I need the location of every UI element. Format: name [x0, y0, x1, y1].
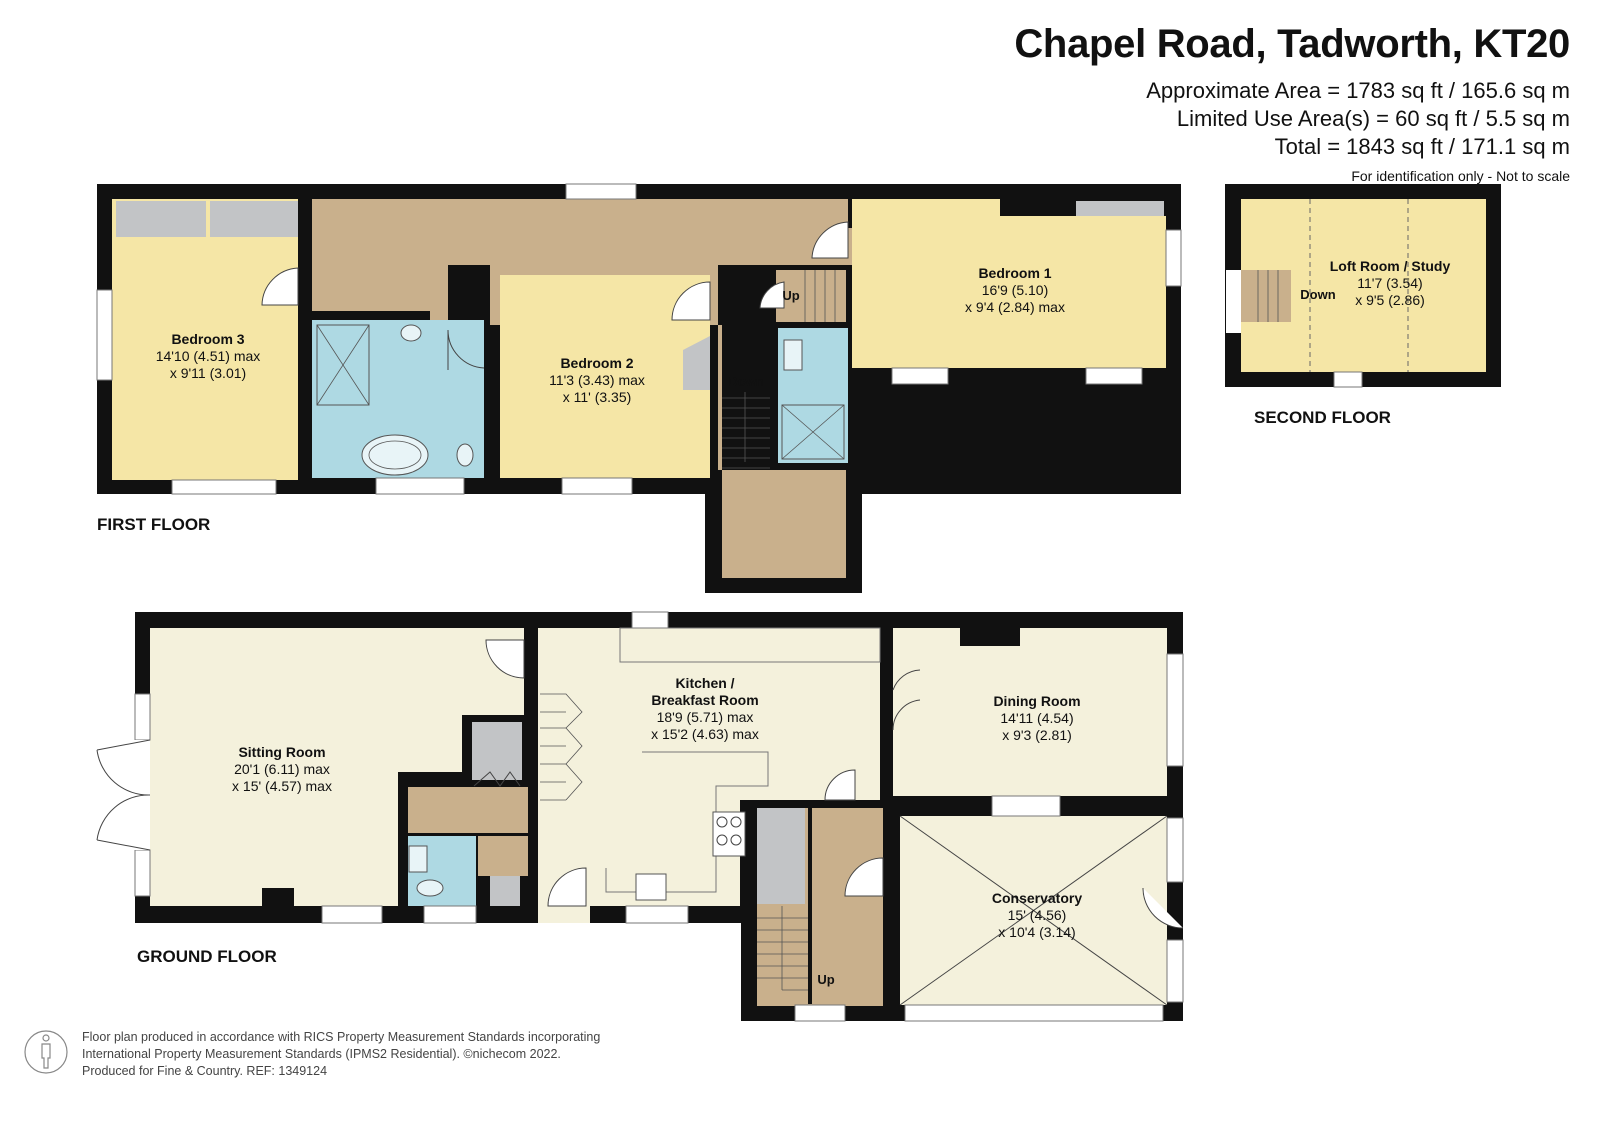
window: [375, 477, 465, 495]
window: [625, 905, 689, 924]
room-dim-loft: x 9'5 (2.86): [1355, 292, 1425, 308]
stair-up: [776, 270, 846, 322]
french-doors: [96, 739, 151, 851]
window: [134, 693, 151, 741]
room-dim-conservatory: x 10'4 (3.14): [998, 924, 1075, 940]
kitchen-stair: [540, 693, 583, 801]
kitchen: [538, 628, 880, 906]
room-dim-kitchen: x 15'2 (4.63) max: [651, 726, 759, 742]
window: [171, 479, 277, 495]
identification-note: For identification only - Not to scale: [1351, 168, 1570, 184]
property-title: Chapel Road, Tadworth, KT20: [1014, 22, 1570, 66]
toilet: [416, 879, 444, 897]
basin: [400, 324, 422, 342]
room-dim-bedroom-1: x 9'4 (2.84) max: [965, 299, 1065, 315]
floor-label-first: FIRST FLOOR: [97, 515, 210, 534]
window: [1166, 817, 1184, 883]
area-total: Total = 1843 sq ft / 171.1 sq m: [1274, 134, 1570, 159]
room-name-sitting: Sitting Room: [238, 744, 325, 760]
window: [423, 905, 477, 924]
window: [561, 477, 633, 495]
window: [1166, 653, 1184, 767]
worktop: [619, 627, 881, 663]
main-staircase: [722, 392, 770, 469]
sink: [635, 873, 667, 901]
window: [891, 367, 949, 385]
room-dim-bedroom-3: 14'10 (4.51) max: [156, 348, 261, 364]
first-floor-plan: Bedroom 3 14'10 (4.51) max x 9'11 (3.01)…: [96, 183, 1182, 593]
room-name-bedroom-2: Bedroom 2: [560, 355, 633, 371]
room-dim-kitchen: 18'9 (5.71) max: [657, 709, 754, 725]
stair-label-down: Down: [728, 374, 763, 389]
room-dim-bedroom-2: 11'3 (3.43) max: [549, 372, 645, 388]
footer-line-3: Produced for Fine & Country. REF: 134912…: [82, 1064, 328, 1078]
room-dim-dining: x 9'3 (2.81): [1002, 727, 1072, 743]
room-dim-bedroom-2: x 11' (3.35): [563, 389, 632, 405]
stair-down: [1241, 270, 1291, 322]
wardrobe: [210, 201, 298, 237]
worktop: [605, 751, 769, 893]
room-dim-bedroom-1: 16'9 (5.10): [982, 282, 1049, 298]
ground-floor-plan: Sitting Room 20'1 (6.11) max x 15' (4.57…: [96, 611, 1184, 1022]
stair-label-up: Up: [817, 972, 834, 987]
area-limited-use: Limited Use Area(s) = 60 sq ft / 5.5 sq …: [1176, 106, 1570, 131]
window: [1165, 229, 1182, 287]
cupboard: [472, 722, 522, 780]
room-dim-conservatory: 15' (4.56): [1008, 907, 1067, 923]
floor-label-second: SECOND FLOOR: [1254, 408, 1391, 427]
inner-hall: [408, 787, 528, 833]
room-name-kitchen: Kitchen /: [675, 675, 734, 691]
bath-tub: [361, 434, 429, 476]
room-name-dining: Dining Room: [993, 693, 1080, 709]
bedroom-3: [112, 199, 298, 480]
footer-line-1: Floor plan produced in accordance with R…: [82, 1030, 601, 1044]
room-dim-dining: 14'11 (4.54): [1000, 710, 1073, 726]
stair-label-down: Down: [1300, 287, 1335, 302]
room-dim-sitting: x 15' (4.57) max: [232, 778, 332, 794]
window: [96, 289, 113, 381]
window: [134, 849, 151, 897]
window: [321, 905, 383, 924]
room-name-loft: Loft Room / Study: [1330, 258, 1451, 274]
shower-tray: [781, 404, 845, 460]
room-name-bedroom-1: Bedroom 1: [978, 265, 1051, 281]
bedroom-1: [852, 216, 1166, 368]
stair-label-up: Up: [782, 288, 799, 303]
cupboard: [683, 336, 710, 390]
dining-room: [893, 628, 1167, 796]
ground-staircase: [757, 906, 808, 991]
wardrobe: [116, 201, 206, 237]
window: [1166, 939, 1184, 1003]
window: [631, 611, 669, 629]
landing-lower: [722, 470, 846, 578]
room-name-conservatory: Conservatory: [992, 890, 1082, 906]
floor-label-ground: GROUND FLOOR: [137, 947, 277, 966]
window: [794, 1004, 846, 1022]
room-dim-bedroom-3: x 9'11 (3.01): [170, 365, 246, 381]
area-approximate: Approximate Area = 1783 sq ft / 165.6 sq…: [1146, 78, 1570, 103]
window: [1085, 367, 1143, 385]
sitting-room: [150, 628, 524, 906]
basin: [783, 339, 803, 371]
shower-tray: [316, 324, 370, 406]
chimney-breast: [960, 628, 1020, 646]
window: [565, 183, 637, 200]
basin: [408, 845, 428, 873]
window: [904, 1004, 1164, 1022]
room-name-bedroom-3: Bedroom 3: [171, 331, 244, 347]
window: [991, 795, 1061, 817]
room-dim-sitting: 20'1 (6.11) max: [234, 761, 330, 777]
nichecom-logo: [24, 1030, 68, 1074]
toilet: [456, 443, 474, 467]
second-floor-plan: Loft Room / Study 11'7 (3.54) x 9'5 (2.8…: [1225, 184, 1501, 427]
footer-line-2: International Property Measurement Stand…: [82, 1047, 561, 1061]
room-name-kitchen: Breakfast Room: [651, 692, 758, 708]
room-dim-loft: 11'7 (3.54): [1357, 275, 1422, 291]
landing: [312, 199, 855, 578]
window: [1333, 371, 1363, 388]
cupboard: [757, 808, 805, 904]
